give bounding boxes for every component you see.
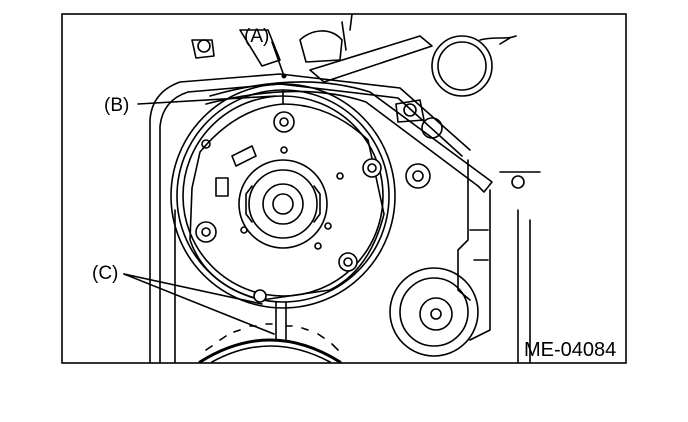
figure-border bbox=[61, 13, 627, 364]
figure-id: ME-04084 bbox=[524, 339, 616, 361]
cam-sprocket bbox=[170, 83, 396, 309]
callout-c: (C) bbox=[92, 263, 118, 284]
crank-pulley bbox=[389, 267, 479, 357]
leader-lines bbox=[123, 41, 287, 335]
callout-a: (A) bbox=[244, 26, 269, 47]
upper-components bbox=[191, 14, 517, 97]
crank-sprocket bbox=[198, 323, 342, 363]
tensioner bbox=[395, 99, 443, 189]
callout-b: (B) bbox=[104, 95, 129, 116]
timing-mark-c bbox=[275, 301, 287, 341]
